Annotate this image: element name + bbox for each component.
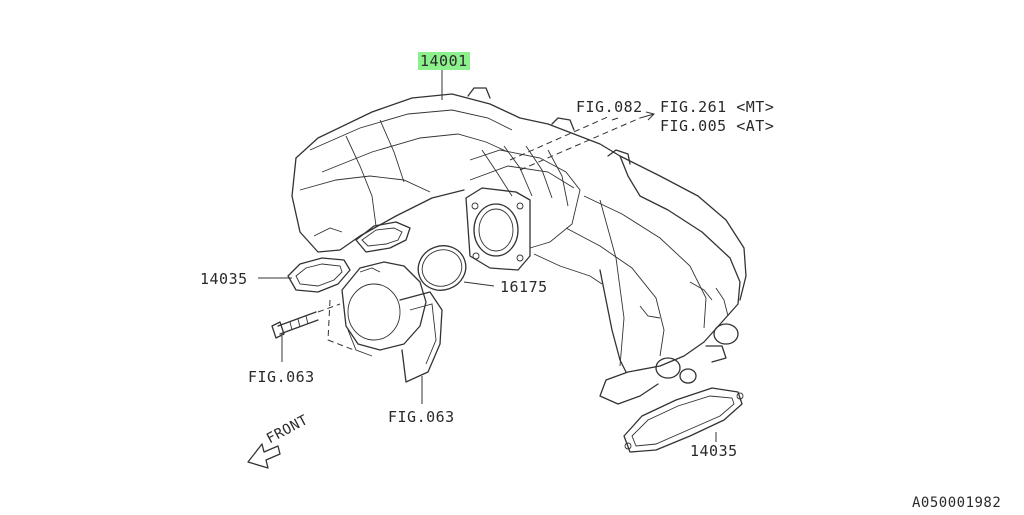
gasket-right[interactable] (623, 387, 744, 453)
throttle-body[interactable] (341, 261, 443, 383)
front-arrow-icon (247, 443, 281, 469)
gasket-left[interactable] (287, 257, 351, 293)
part-number-highlight[interactable]: 14001 (418, 52, 470, 70)
part-label-14035-right[interactable]: 14035 (690, 442, 738, 460)
fig-ref-261-mt[interactable]: FIG.261 <MT> (660, 98, 775, 116)
intake-manifold[interactable] (291, 87, 747, 405)
fig-ref-063-throttle[interactable]: FIG.063 (388, 408, 455, 426)
part-label-16175[interactable]: 16175 (500, 278, 548, 296)
throttle-gasket-ring[interactable] (412, 239, 472, 297)
fig-ref-082[interactable]: FIG.082 (576, 98, 643, 116)
bolt[interactable] (271, 311, 319, 339)
diagram-id: A050001982 (912, 495, 1002, 511)
fig-ref-005-at[interactable]: FIG.005 <AT> (660, 117, 775, 135)
part-label-14001[interactable]: 14001 (418, 52, 470, 70)
fig-ref-063-bolt[interactable]: FIG.063 (248, 368, 315, 386)
part-label-14035-left[interactable]: 14035 (200, 270, 248, 288)
leader-16175 (463, 281, 495, 287)
